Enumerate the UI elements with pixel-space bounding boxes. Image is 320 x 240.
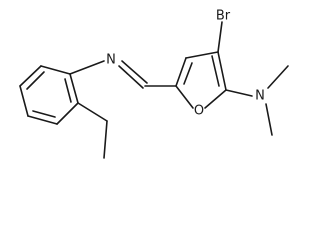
bond-imine-2 [121, 60, 148, 84]
bond-furan-o-c2 [204, 89, 227, 109]
atom-amine-nitrogen: N [255, 89, 265, 104]
bond-furan-c3-c4 [185, 51, 219, 59]
ethyl-group [77, 102, 108, 159]
bond-imine-1 [118, 65, 144, 89]
bond-benzene-6 [69, 73, 79, 104]
bond-furan-c2-c3 [217, 51, 227, 91]
bond-furan-c4-c5 [175, 57, 187, 87]
bond-benzene-double-1 [26, 71, 45, 90]
bond-c2-amine-n [225, 89, 253, 97]
bond-benzene-1 [40, 65, 71, 75]
bond-furan-double-2 [211, 55, 220, 87]
furan-ring [175, 51, 227, 109]
bond-benzene-double-2 [32, 110, 56, 118]
bond-benzene-double-3 [64, 78, 72, 103]
benzene-ring [19, 65, 79, 125]
atom-bromine: Br [216, 9, 231, 24]
atom-imine-nitrogen: N [106, 53, 116, 68]
bond-benzene-3 [19, 85, 29, 117]
bond-aryl-imine-n [69, 60, 105, 75]
atom-furan-oxygen: O [194, 104, 204, 119]
molecule-structure: Br N O N [19, 9, 289, 159]
imine-double-bond [118, 60, 148, 89]
bond-amine-methyl-down [265, 103, 273, 136]
bond-ethyl-2 [103, 120, 108, 159]
bond-benzene-5 [56, 102, 79, 125]
bond-amine-methyl-up [267, 65, 289, 89]
bond-c3-br [217, 21, 223, 53]
dimethylamino-group [225, 65, 289, 136]
bond-furan-c5-o [175, 85, 194, 109]
bond-ethyl-1 [77, 102, 108, 122]
bond-furan-double-1 [183, 62, 193, 85]
bond-benzene-2 [19, 65, 42, 87]
bond-benzene-4 [27, 115, 58, 125]
